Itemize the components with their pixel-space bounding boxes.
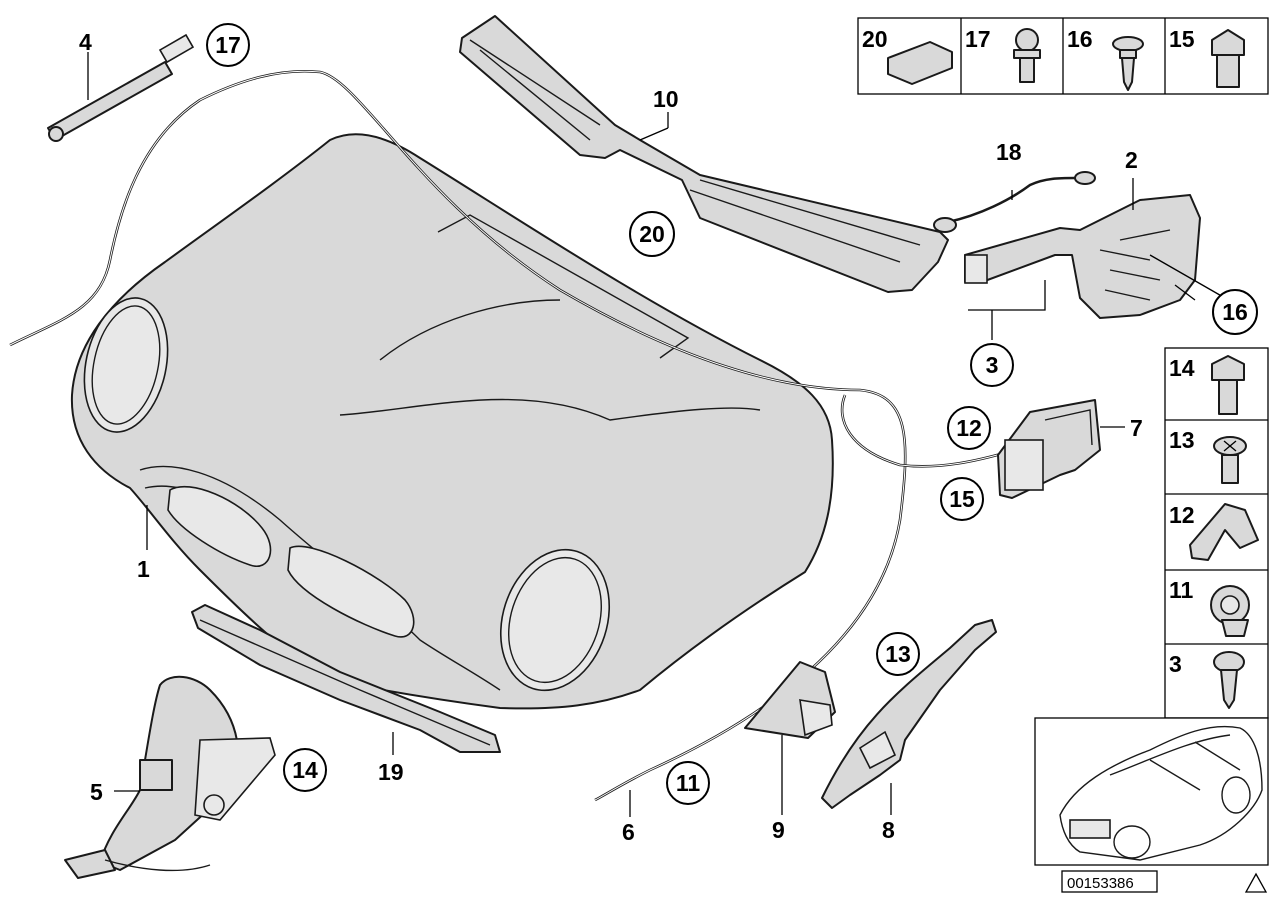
earth-strap (933, 171, 1096, 233)
label-5: 5 (90, 779, 103, 805)
label-9: 9 (772, 817, 785, 843)
label-8: 8 (882, 817, 895, 843)
svg-text:16: 16 (1222, 299, 1248, 325)
clip-icon (1013, 28, 1041, 83)
svg-text:13: 13 (885, 641, 911, 667)
circled-12: 12 (947, 406, 991, 450)
hood-hinge-bracket (964, 194, 1201, 319)
legend-top-2: 16 (1067, 26, 1093, 52)
side-fastener-legend: 14 13 12 11 3 (1164, 347, 1269, 719)
svg-text:17: 17 (215, 32, 241, 58)
label-10: 10 (653, 86, 679, 112)
circled-14: 14 (283, 748, 327, 792)
foam-pad-icon (887, 41, 953, 85)
gas-strut (47, 33, 195, 142)
side-seal-strip (821, 619, 997, 809)
label-18: 18 (996, 139, 1022, 165)
legend-side-4: 3 (1169, 651, 1182, 677)
reference-number: 00153386 (1067, 875, 1134, 892)
svg-text:12: 12 (956, 415, 982, 441)
self-tap-screw-icon (1213, 651, 1245, 709)
svg-text:20: 20 (639, 221, 665, 247)
label-6: 6 (622, 819, 635, 845)
circled-labels: 17 20 16 3 12 15 13 14 (206, 23, 1258, 805)
legend-top-0: 20 (862, 26, 888, 52)
release-cable (9, 69, 1009, 802)
spring-clip-icon (1189, 503, 1259, 561)
circled-11: 11 (666, 761, 710, 805)
legend-side-1: 13 (1169, 427, 1195, 453)
label-1: 1 (137, 556, 150, 582)
svg-text:14: 14 (292, 757, 318, 783)
bolt-icon (1211, 29, 1245, 88)
label-7: 7 (1130, 415, 1143, 441)
hex-bolt-icon (1211, 355, 1245, 415)
circled-20: 20 (629, 211, 675, 257)
warning-triangle-icon (1244, 872, 1268, 893)
legend-side-3: 11 (1169, 577, 1194, 603)
legend-side-0: 14 (1169, 355, 1195, 381)
svg-text:11: 11 (676, 770, 701, 796)
label-4: 4 (79, 29, 92, 55)
bonnet-hood (70, 133, 834, 710)
circled-15: 15 (940, 477, 984, 521)
label-19: 19 (378, 759, 404, 785)
hood-latch-housing (997, 399, 1101, 499)
hood-lock (64, 675, 276, 879)
legend-side-2: 12 (1169, 502, 1195, 528)
push-clip-icon (1210, 585, 1250, 637)
circled-13: 13 (876, 632, 920, 676)
vehicle-thumbnail (1034, 717, 1269, 866)
reference-number-box: 00153386 (1061, 870, 1158, 893)
buffer-block (744, 661, 836, 739)
circled-17: 17 (206, 23, 250, 67)
legend-top-3: 15 (1169, 26, 1195, 52)
circled-16: 16 (1212, 289, 1258, 335)
part-number-labels: 1 2 4 5 6 7 8 9 10 18 19 (79, 29, 1143, 845)
front-trim-strip (191, 604, 501, 753)
top-fastener-legend: 20 17 16 15 (857, 17, 1269, 95)
leader-lines (87, 52, 1226, 817)
svg-text:3: 3 (986, 352, 999, 378)
phillips-screw-icon (1213, 436, 1247, 484)
hood-seal (459, 15, 949, 293)
label-2: 2 (1125, 147, 1138, 173)
legend-top-1: 17 (965, 26, 991, 52)
screw-icon (1112, 36, 1144, 91)
circled-3: 3 (970, 343, 1014, 387)
svg-text:15: 15 (949, 486, 975, 512)
